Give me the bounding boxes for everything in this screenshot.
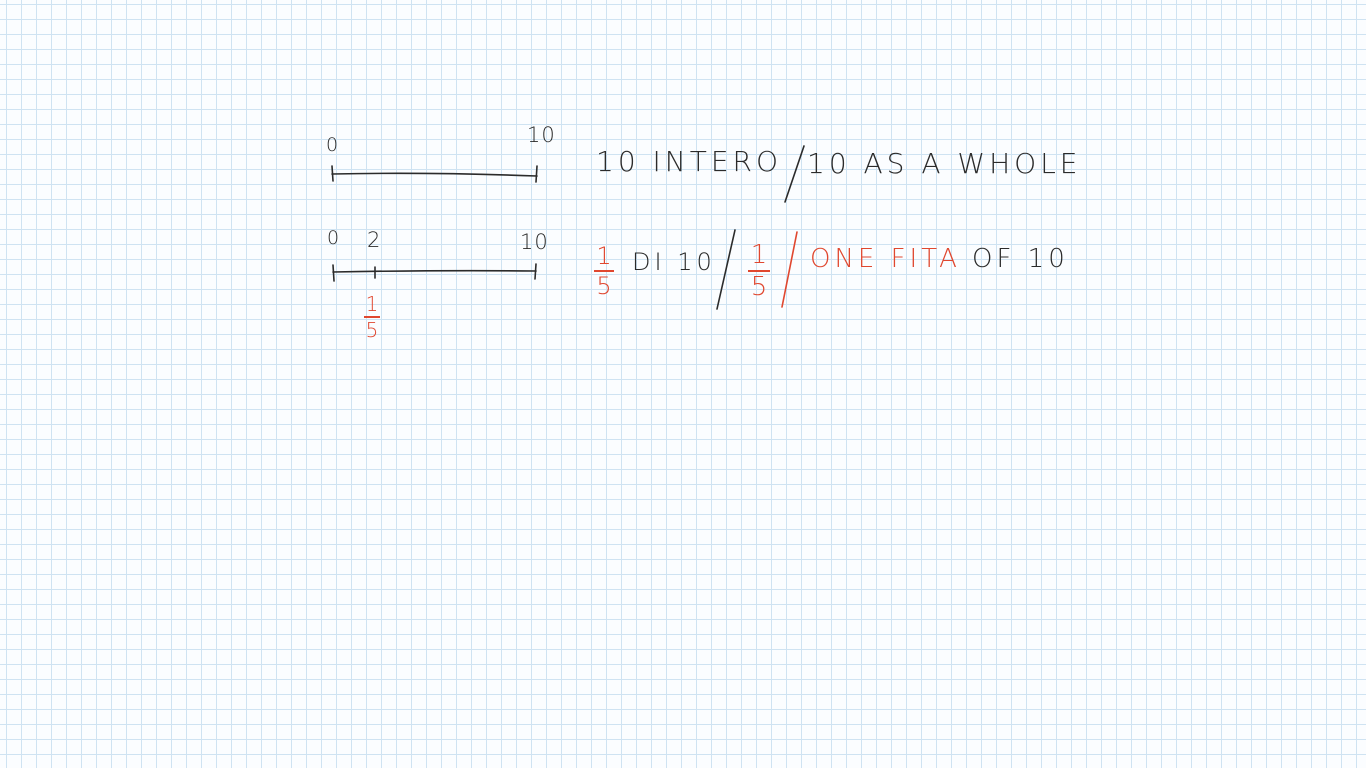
slash-sentence-2-red	[781, 231, 798, 308]
slash-sentence-2	[716, 229, 736, 310]
sentence2-text-en-black: OF 10	[972, 244, 1069, 274]
line1-label-end: 10	[527, 123, 556, 147]
number-line-2	[332, 269, 537, 273]
fraction-bar	[594, 270, 614, 272]
segment-fraction-numerator: 1	[365, 292, 379, 316]
fraction-bar	[748, 270, 770, 272]
tick-end-line-1	[535, 165, 538, 183]
sentence1-text-it: 10 INTERO	[596, 145, 783, 178]
sentence2-fraction-en-denominator: 5	[750, 271, 768, 302]
tick-start-line-1	[331, 165, 334, 182]
fraction-bar	[364, 316, 380, 318]
sentence2-text-it: DI 10	[632, 248, 716, 276]
sentence2-text-en-red: ONE FITA	[810, 244, 961, 274]
sentence2-fraction-it-denominator: 5	[596, 271, 612, 300]
sentence2-fraction-it: 1 5	[594, 244, 614, 298]
segment-fraction: 1 5	[364, 294, 380, 340]
sentence2-fraction-en: 1 5	[748, 242, 770, 300]
tick-start-line-2	[332, 264, 335, 282]
slash-line-1	[784, 145, 805, 203]
number-line-1	[331, 172, 538, 177]
sentence1-text-en: 10 AS A WHOLE	[807, 147, 1082, 180]
line2-label-end: 10	[520, 230, 549, 254]
line1-label-start: 0	[326, 134, 340, 156]
sentence2-fraction-it-numerator: 1	[596, 242, 612, 270]
line2-label-mid: 2	[367, 228, 382, 252]
segment-fraction-denominator: 5	[365, 317, 379, 342]
tick-end-line-2	[534, 263, 537, 280]
sentence2-fraction-en-numerator: 1	[750, 240, 768, 270]
line2-label-start: 0	[327, 227, 341, 249]
